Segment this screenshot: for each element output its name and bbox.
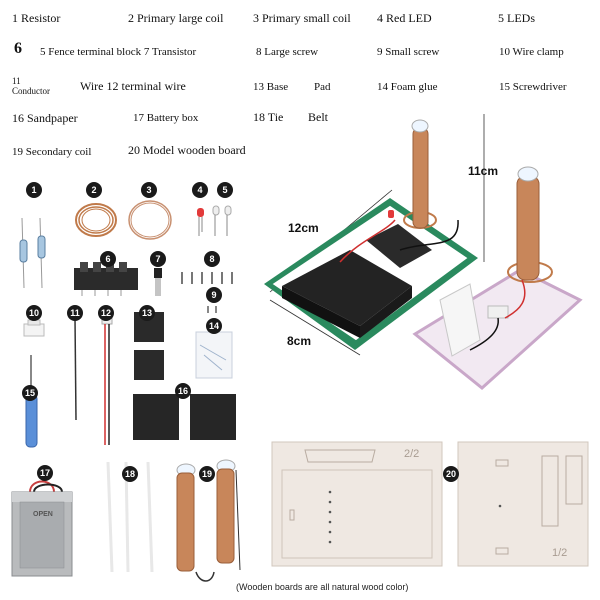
- badge-2: 2: [86, 182, 102, 198]
- legend-number-6: 6: [14, 40, 22, 57]
- badge-9: 9: [206, 287, 222, 303]
- legend-pad: Pad: [314, 81, 331, 93]
- legend-belt: Belt: [308, 110, 328, 124]
- badge-7: 7: [150, 251, 166, 267]
- dimension-height: 11cm: [468, 164, 499, 178]
- legend-number-11: 11: [12, 76, 21, 86]
- badge-11: 11: [67, 305, 83, 321]
- board-mark-right: 1/2: [552, 547, 568, 559]
- legend-wire-clamp: 10 Wire clamp: [499, 46, 564, 58]
- legend-wire-terminal-wire: Wire 12 terminal wire: [80, 79, 186, 93]
- legend-red-led: 4 Red LED: [377, 11, 432, 25]
- red-led-part: [197, 208, 204, 236]
- model-wooden-board: [271, 441, 589, 567]
- legend-sandpaper: 16 Sandpaper: [12, 111, 78, 125]
- legend-screwdriver: 15 Screwdriver: [499, 81, 567, 93]
- legend-fence-terminal-transistor: 5 Fence terminal block 7 Transistor: [40, 46, 197, 58]
- legend-battery-box: 17 Battery box: [133, 112, 199, 124]
- battery-open-label: OPEN: [33, 511, 53, 518]
- secondary-coil-part: [176, 459, 241, 582]
- legend-resistor: 1 Resistor: [12, 11, 61, 25]
- fence-terminal-block-part: [74, 262, 138, 296]
- base-pad-part: [134, 312, 164, 380]
- badge-6: 6: [100, 251, 116, 267]
- badge-12: 12: [98, 305, 114, 321]
- badge-4: 4: [192, 182, 208, 198]
- conductor-wire-part: [74, 317, 77, 421]
- legend-base: 13 Base: [253, 81, 289, 93]
- large-screw-part: [181, 272, 233, 284]
- transistor-part: [154, 268, 162, 296]
- sandpaper-part: [133, 394, 236, 440]
- badge-8: 8: [204, 251, 220, 267]
- footer-note: (Wooden boards are all natural wood colo…: [236, 582, 409, 592]
- badge-16: 16: [175, 383, 191, 399]
- badge-1: 1: [26, 182, 42, 198]
- badge-13: 13: [139, 305, 155, 321]
- badge-15: 15: [22, 385, 38, 401]
- badge-18: 18: [122, 466, 138, 482]
- legend-primary-small-coil: 3 Primary small coil: [253, 11, 351, 25]
- legend-tie: 18 Tie: [253, 110, 284, 124]
- legend-model-wooden-board: 20 Model wooden board: [128, 143, 246, 157]
- badge-20: 20: [443, 466, 459, 482]
- wire-clamp-part: [23, 319, 45, 337]
- legend-small-screw: 9 Small screw: [377, 46, 440, 58]
- legend-foam-glue: 14 Foam glue: [377, 81, 438, 93]
- primary-large-coil-part: [75, 203, 117, 237]
- resistor-part: [19, 217, 46, 289]
- battery-box-part: [11, 480, 73, 577]
- dimension-depth: 8cm: [287, 334, 312, 348]
- board-mark-left: 2/2: [404, 448, 420, 460]
- screwdriver-part: [25, 355, 38, 448]
- badge-3: 3: [141, 182, 157, 198]
- small-screw-part: [207, 306, 217, 313]
- leds-part: [212, 205, 232, 236]
- legend-secondary-coil: 19 Secondary coil: [12, 146, 92, 158]
- badge-14: 14: [206, 318, 222, 334]
- badge-10: 10: [26, 305, 42, 321]
- badge-19: 19: [199, 466, 215, 482]
- legend-primary-large-coil: 2 Primary large coil: [128, 11, 224, 25]
- badge-5: 5: [217, 182, 233, 198]
- legend-leds: 5 LEDs: [498, 11, 535, 25]
- terminal-wire-part: [101, 315, 113, 445]
- legend-large-screw: 8 Large screw: [256, 46, 319, 58]
- dimension-width: 12cm: [288, 221, 319, 235]
- badge-17: 17: [37, 465, 53, 481]
- legend-conductor: Conductor: [12, 86, 50, 96]
- foam-glue-part: [195, 331, 233, 379]
- primary-small-coil-part: [128, 200, 172, 240]
- assembled-tesla-coil: [264, 114, 583, 390]
